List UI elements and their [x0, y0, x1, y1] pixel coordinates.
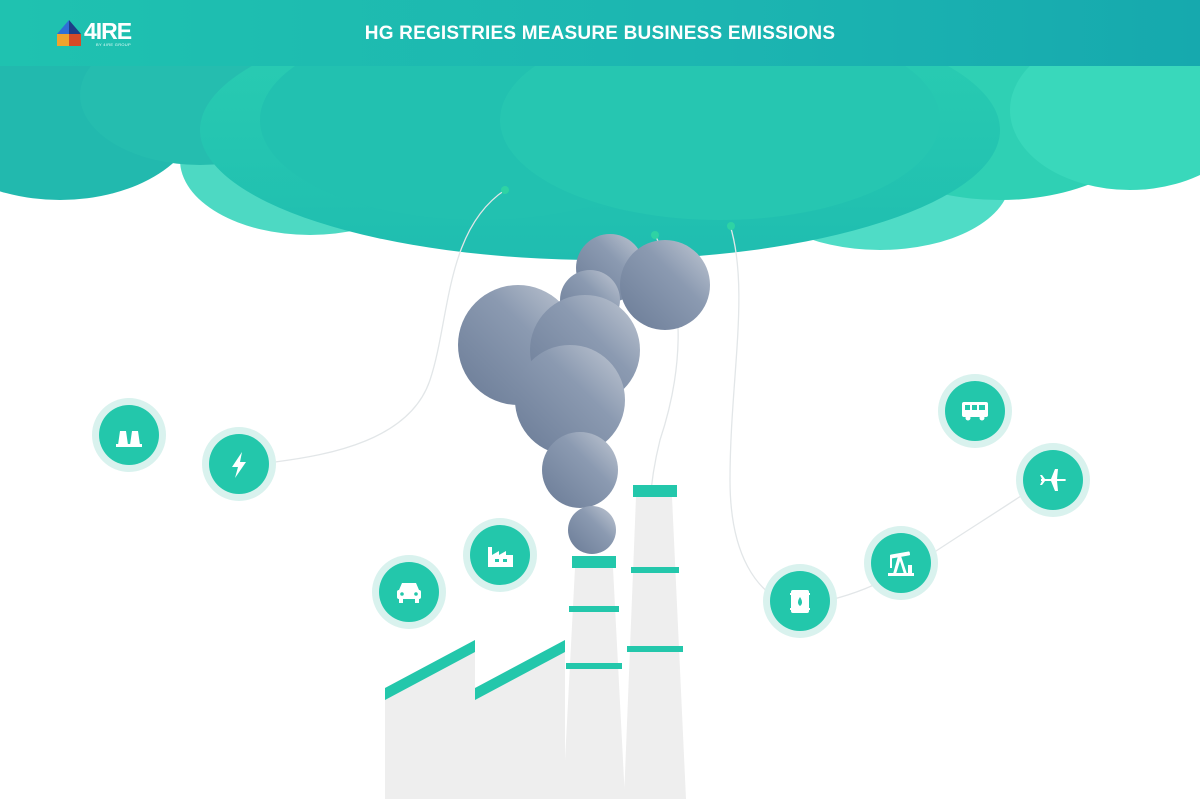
car-icon [372, 555, 446, 629]
connector-dot [727, 222, 735, 230]
oil-barrel-icon [763, 564, 837, 638]
page-title: HG REGISTRIES MEASURE BUSINESS EMISSIONS [364, 23, 836, 44]
logo[interactable]: 4IRE BY 4IRE GROUP [57, 18, 132, 48]
oil-pump-icon [864, 526, 938, 600]
connector-dot [651, 231, 659, 239]
logo-mark [57, 20, 81, 46]
header-bar: 4IRE BY 4IRE GROUP HG REGISTRIES MEASURE… [0, 0, 1200, 66]
factory [385, 485, 686, 799]
logo-text: 4IRE [84, 18, 132, 44]
power-plant-icon [92, 398, 166, 472]
bus-icon [938, 374, 1012, 448]
airplane-icon [1016, 443, 1090, 517]
connector-dot [501, 186, 509, 194]
factory-icon [463, 518, 537, 592]
logo-subtext: BY 4IRE GROUP [96, 42, 131, 47]
smoke [458, 234, 710, 554]
lightning-icon [202, 427, 276, 501]
